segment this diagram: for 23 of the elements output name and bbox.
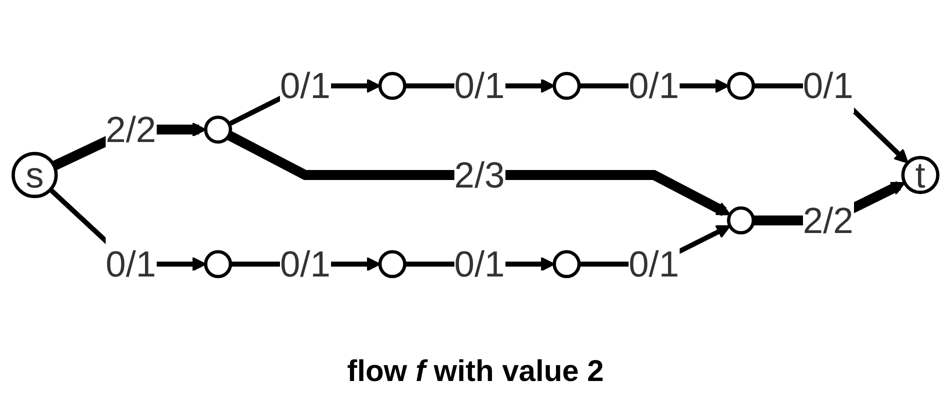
node-circle: t [901,156,940,194]
arrow [226,130,731,216]
node-circle [726,72,756,100]
node-circle [552,72,581,100]
edge-label: 0/1 [454,65,505,106]
node-circle [552,250,581,278]
node-circle: s [12,152,58,198]
node-circle [204,250,232,278]
edge-label: 2/3 [454,154,505,196]
node-circle [204,116,232,144]
node-circle [378,72,406,100]
edge-label: 0/1 [106,244,156,285]
edge-label: 0/1 [628,244,680,285]
edge-label: 0/1 [280,244,330,285]
node-circle [726,206,756,234]
edge-label: 2/2 [106,108,156,150]
node-circle [378,250,406,278]
edge-label: 0/1 [454,244,505,285]
caption: flow f with value 2 [347,355,604,388]
edge-label: 0/1 [802,65,854,106]
edge-label: 0/1 [280,65,330,106]
edge-label: 0/1 [628,65,680,106]
edge-label: 2/2 [802,200,854,242]
